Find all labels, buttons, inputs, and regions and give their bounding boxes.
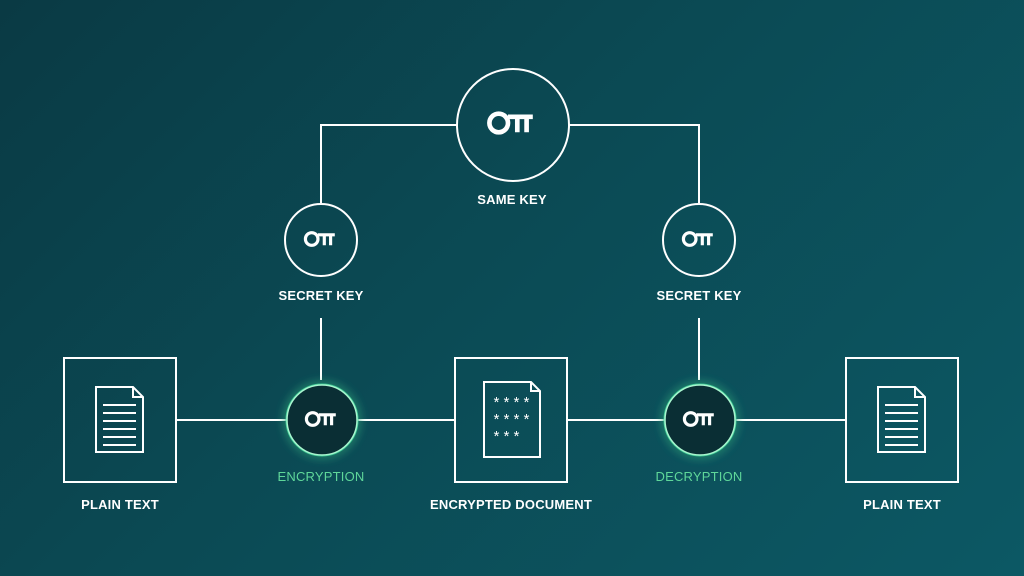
encrypted-document-box: **** **** *** (454, 357, 568, 483)
decryption-label: DECRYPTION (655, 469, 743, 484)
document-icon (95, 386, 144, 453)
encrypted-line: *** (492, 430, 522, 447)
document-icon (877, 386, 926, 453)
key-icon (303, 231, 337, 247)
same-key-node (456, 68, 570, 182)
encrypted-document-label: ENCRYPTED DOCUMENT (429, 497, 592, 512)
plain-text-left-box (63, 357, 177, 483)
key-icon (489, 114, 532, 133)
encrypted-line: **** (492, 413, 532, 430)
secret-key-right-label: SECRET KEY (656, 288, 742, 303)
encrypted-line: **** (492, 396, 532, 413)
encryption-label: ENCRYPTION (277, 469, 365, 484)
plain-text-right-box (845, 357, 959, 483)
plain-text-left-label: PLAIN TEXT (81, 497, 159, 512)
plain-text-right-label: PLAIN TEXT (863, 497, 941, 512)
connector-lines (176, 124, 846, 421)
link-same-key-right (569, 124, 700, 203)
link-same-key-left (320, 124, 457, 203)
encryption-node (285, 383, 359, 457)
secret-key-left-node (284, 203, 358, 277)
secret-key-right-node (662, 203, 736, 277)
secret-key-left-label: SECRET KEY (278, 288, 364, 303)
decryption-node (663, 383, 737, 457)
key-icon (681, 231, 715, 247)
encrypted-document-icon: **** **** *** (483, 381, 541, 458)
same-key-label: SAME KEY (477, 192, 547, 207)
